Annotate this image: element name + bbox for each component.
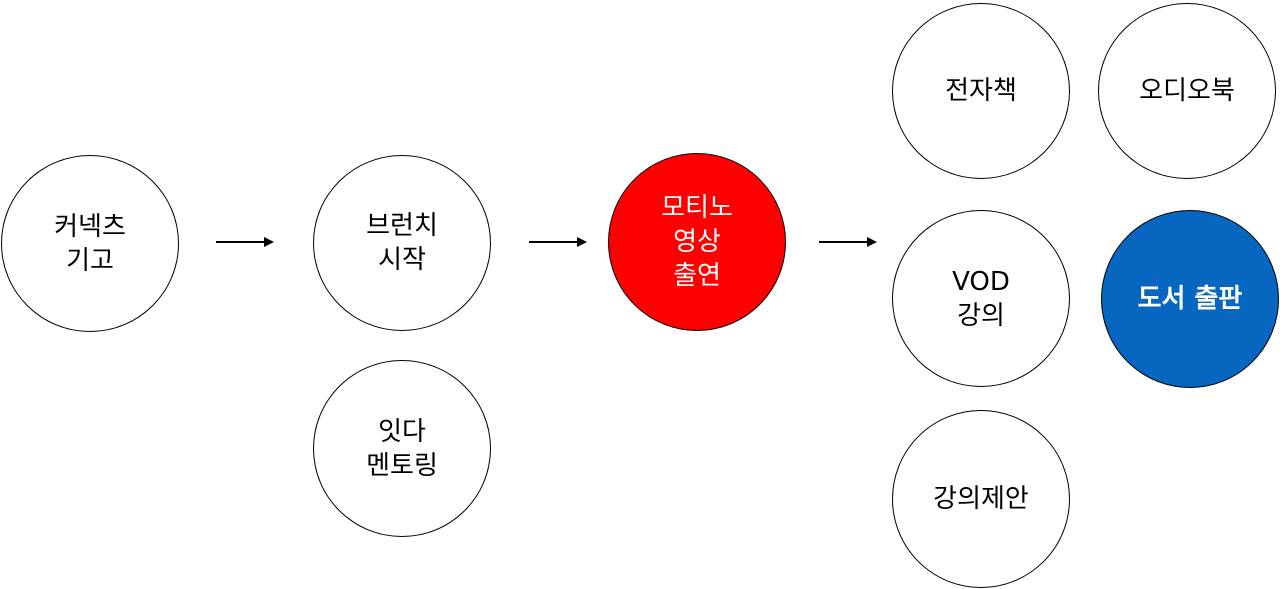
node-ebook: 전자책 (892, 3, 1070, 179)
node-lecture-proposal: 강의제안 (892, 410, 1070, 588)
node-label: 브런치 시작 (366, 211, 438, 275)
node-connects-contribution: 커넥츠 기고 (1, 155, 179, 332)
node-label: 모티노 영상 출연 (661, 193, 733, 291)
node-label: 오디오북 (1139, 76, 1235, 106)
node-label: 잇다 멘토링 (366, 416, 438, 481)
node-label: 전자책 (945, 76, 1017, 106)
node-label: 커넥츠 기고 (54, 211, 126, 276)
node-motino-video: 모티노 영상 출연 (608, 153, 786, 331)
node-audiobook: 오디오북 (1098, 3, 1276, 179)
node-label: VOD 강의 (952, 266, 1010, 331)
node-vod-lecture: VOD 강의 (892, 210, 1070, 387)
arrow-icon (529, 236, 587, 248)
arrow-icon (819, 236, 877, 248)
arrow-icon (216, 236, 274, 248)
node-book-publishing: 도서 출판 (1101, 210, 1279, 388)
node-label: 강의제안 (933, 484, 1029, 514)
node-itda-mentoring: 잇다 멘토링 (313, 360, 491, 537)
node-brunch-start: 브런치 시작 (313, 155, 491, 331)
node-label: 도서 출판 (1137, 284, 1243, 314)
